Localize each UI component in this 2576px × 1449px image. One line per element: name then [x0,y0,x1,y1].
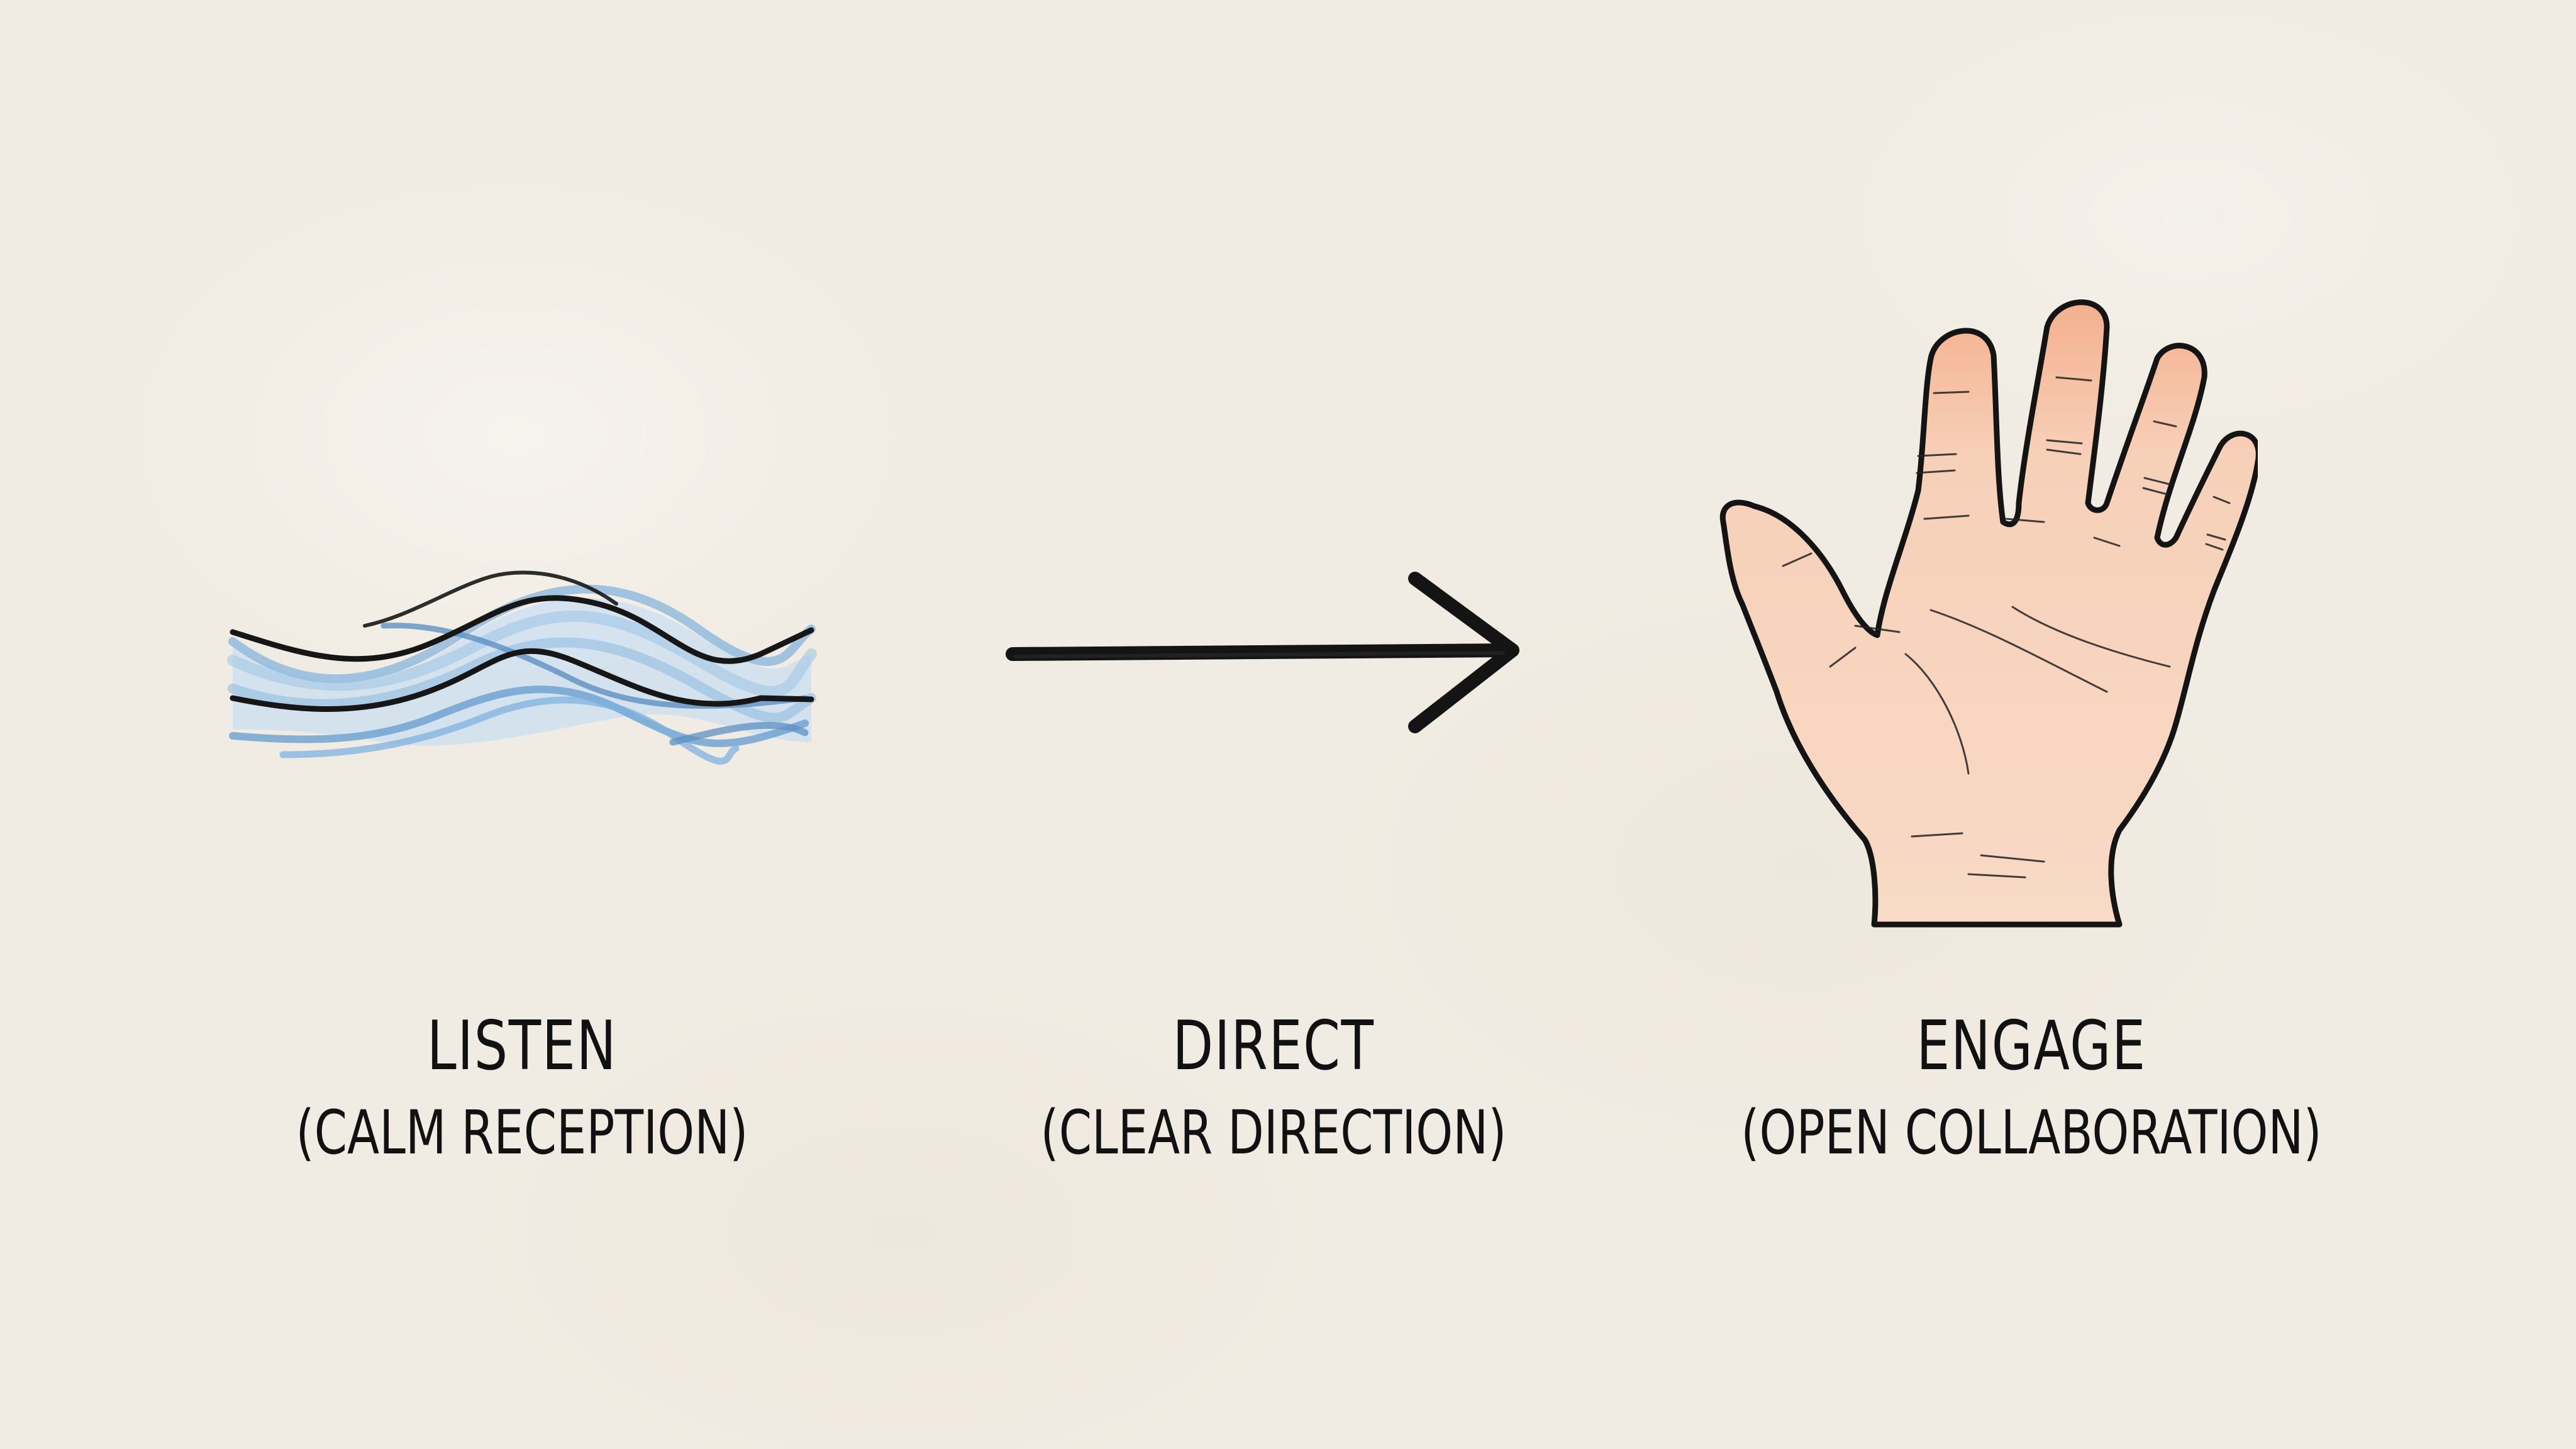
step-title: DIRECT [1172,1007,1375,1085]
step-subtitle: (OPEN COLLABORATION) [1741,1097,2322,1168]
open-hand-icon [1719,299,2258,928]
step-title: ENGAGE [1916,1007,2146,1085]
step-subtitle: (CLEAR DIRECTION) [1040,1097,1507,1168]
step-engage: ENGAGE (OPEN COLLABORATION) [1659,1009,2404,1169]
step-title: LISTEN [426,1007,618,1085]
arrow-right-icon [1006,572,1519,733]
step-subtitle: (CALM RECEPTION) [296,1097,748,1168]
step-direct: DIRECT (CLEAR DIRECTION) [975,1009,1572,1169]
step-listen: LISTEN (CALM RECEPTION) [232,1009,812,1169]
waves-icon [227,570,817,765]
